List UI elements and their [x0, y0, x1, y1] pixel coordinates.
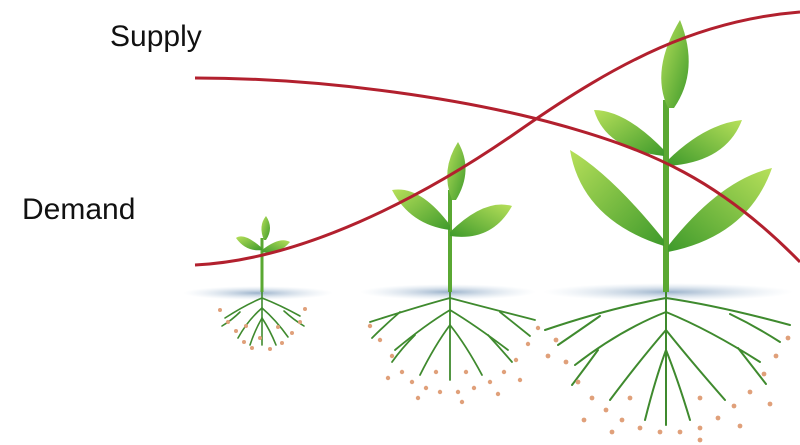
leaf	[668, 168, 772, 252]
root-dots	[546, 336, 791, 443]
mature-plant	[545, 20, 790, 442]
leaf	[570, 150, 664, 246]
young-plant	[368, 142, 540, 404]
leaf	[450, 204, 512, 236]
leaf	[261, 216, 270, 240]
roots	[545, 290, 790, 425]
roots	[370, 290, 535, 380]
root-dots	[368, 324, 540, 404]
leaf	[236, 236, 262, 250]
leaf	[594, 110, 664, 156]
ground-shadows	[183, 283, 793, 301]
leaf	[668, 120, 742, 166]
ground-shadow	[183, 286, 333, 300]
leaf	[661, 20, 688, 108]
seedling-plant	[218, 216, 307, 351]
leaf	[392, 189, 450, 230]
